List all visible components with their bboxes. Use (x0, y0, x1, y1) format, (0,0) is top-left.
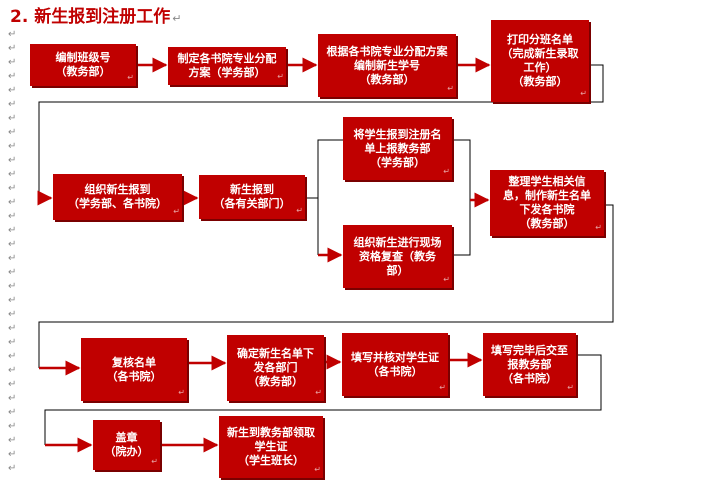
paragraph-mark: ↵ (8, 253, 17, 264)
page-heading: 2. 新生报到注册工作↵ (10, 2, 181, 27)
paragraph-mark: ↵ (8, 155, 17, 166)
paragraph-mark: ↵ (8, 225, 17, 236)
box-text: 新生报到 （各有关部门） (213, 183, 291, 210)
box-text: 确定新生名单下发各部门 （教务部） (237, 347, 314, 388)
box-text: 编制班级号 （教务部） (55, 51, 111, 78)
paragraph-mark: ↵ (8, 323, 17, 334)
box-review-list: 复核名单 （各书院）↵ (81, 338, 187, 401)
paragraph-mark: ↵ (8, 99, 17, 110)
paragraph-mark: ↵ (8, 393, 17, 404)
box-text: 复核名单 （各书院） (106, 355, 162, 383)
box-compile-class-number: 编制班级号 （教务部）↵ (30, 44, 136, 86)
paragraph-mark: ↵ (8, 57, 17, 68)
wrap-row3-row4 (44, 354, 602, 445)
paragraph-mark: ↵ (8, 85, 17, 96)
merge-line (454, 139, 471, 256)
box-text: 制定各书院专业分配方案（学务部） (177, 52, 277, 79)
box-text: 填写完毕后交至报教务部 （各书院） (491, 343, 568, 385)
paragraph-mark: ↵ (8, 113, 17, 124)
wrap-row1-row2 (38, 64, 604, 198)
paragraph-mark: ↵ (8, 407, 17, 418)
paragraph-mark: ↵ (8, 281, 17, 292)
paragraph-mark: ↵ (8, 29, 17, 40)
paragraph-mark: ↵ (8, 211, 17, 222)
box-text: 打印分班名单 （完成新生录取工作） （教务部） (501, 33, 579, 88)
box-text: 根据各书院专业分配方案编制新生学号 （教务部） (326, 44, 448, 86)
box-text: 将学生报到注册名单上报教务部 （学务部） (353, 127, 442, 169)
wrap-row2-row3 (38, 204, 614, 368)
box-confirm-student-list: 确定新生名单下发各部门 （教务部）↵ (227, 335, 324, 401)
paragraph-mark: ↵ (8, 379, 17, 390)
box-text: 盖章 （院办） (104, 431, 149, 458)
paragraph-mark: ↵ (8, 239, 17, 250)
box-submit-to-academic-office: 填写完毕后交至报教务部 （各书院）↵ (483, 333, 576, 396)
box-report-registration-list: 将学生报到注册名单上报教务部 （学务部）↵ (343, 117, 452, 180)
box-text: 组织新生进行现场资格复查（教务部） (353, 235, 442, 277)
paragraph-mark: ↵ (8, 267, 17, 278)
paragraph-mark: ↵ (8, 365, 17, 376)
heading-text: 2. 新生报到注册工作 (10, 7, 171, 27)
box-major-allocation-plan: 制定各书院专业分配方案（学务部）↵ (168, 47, 286, 85)
paragraph-mark: ↵ (8, 449, 17, 460)
box-collect-student-card: 新生到教务部领取学生证 （学生班长）↵ (219, 416, 323, 478)
box-text: 组织新生报到 （学务部、各书院） (68, 183, 167, 210)
split-line (306, 139, 343, 199)
paragraph-mark: ↵ (8, 43, 17, 54)
paragraph-mark: ↵ (8, 141, 17, 152)
paragraph-marks-column: ↵ ↵ ↵ ↵ ↵ ↵ ↵ ↵ ↵ ↵ ↵ ↵ ↵ ↵ ↵ ↵ ↵ ↵ ↵ ↵ ↵ ↵ ↵ ↵ ↵ ↵ ↵ ↵ ↵ ↵ ↵ ↵ (8, 28, 20, 476)
paragraph-mark: ↵ (8, 295, 17, 306)
paragraph-mark: ↵ (8, 421, 17, 432)
box-organize-registration: 组织新生报到 （学务部、各书院）↵ (53, 174, 182, 220)
box-assign-student-numbers: 根据各书院专业分配方案编制新生学号 （教务部）↵ (318, 34, 456, 97)
paragraph-mark: ↵ (8, 183, 17, 194)
box-print-class-list: 打印分班名单 （完成新生录取工作） （教务部）↵ (491, 20, 589, 102)
box-text: 整理学生相关信息，制作新生名单下发各书院 （教务部） (503, 175, 591, 230)
paragraph-mark: ↵ (8, 337, 17, 348)
paragraph-mark: ↵ (8, 309, 17, 320)
paragraph-mark: ↵ (8, 127, 17, 138)
paragraph-mark: ↵ (8, 435, 17, 446)
paragraph-mark: ↵ (8, 169, 17, 180)
paragraph-mark: ↵ (8, 351, 17, 362)
box-stamp: 盖章 （院办）↵ (93, 420, 160, 470)
paragraph-mark: ↵ (8, 71, 17, 82)
box-text: 新生到教务部领取学生证 （学生班长） (227, 426, 315, 467)
box-student-check-in: 新生报到 （各有关部门）↵ (199, 175, 305, 219)
box-qualification-review: 组织新生进行现场资格复查（教务部）↵ (343, 225, 452, 288)
box-compile-student-info: 整理学生相关信息，制作新生名单下发各书院 （教务部）↵ (490, 170, 604, 236)
box-text: 填写并核对学生证 （各书院） (351, 350, 439, 378)
paragraph-mark: ↵ (8, 463, 17, 474)
paragraph-mark: ↵ (8, 197, 17, 208)
box-fill-student-card: 填写并核对学生证 （各书院）↵ (342, 333, 448, 396)
paragraph-mark: ↵ (172, 12, 182, 25)
